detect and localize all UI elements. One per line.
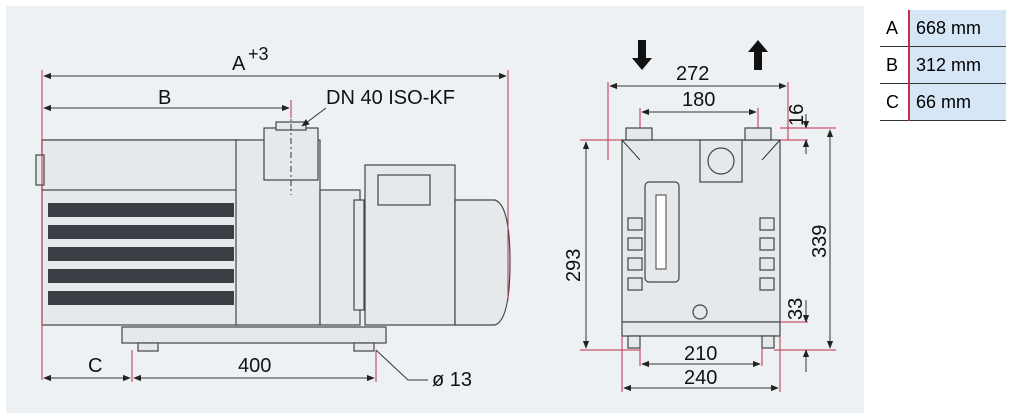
- row-key: C: [880, 83, 909, 121]
- dim-240-label: 240: [684, 367, 717, 389]
- inlet-arrow-icon: [632, 40, 652, 70]
- dim-272-label: 272: [676, 63, 709, 85]
- motor-end-cap: [454, 199, 511, 326]
- outlet-flange: [744, 127, 772, 141]
- dim-c-label: C: [88, 355, 102, 377]
- front-ribs: [627, 217, 775, 291]
- dimension-table: A 668 mm B 312 mm C 66 mm: [880, 10, 1006, 121]
- row-value: 668 mm: [908, 10, 1006, 47]
- dim-a-tolerance: +3: [248, 44, 269, 64]
- outlet-arrow-icon: [748, 40, 768, 70]
- row-value: 66 mm: [908, 83, 1006, 121]
- dim-293-label: 293: [563, 249, 585, 282]
- inlet-flange: [625, 127, 653, 141]
- side-view: A +3 B DN 40 ISO-KF C 400 ø 13: [35, 44, 511, 391]
- dim-339-label: 339: [809, 225, 831, 258]
- dim-b-label: B: [158, 87, 171, 109]
- dim-210-label: 210: [684, 343, 717, 365]
- flange-label: DN 40 ISO-KF: [326, 87, 455, 109]
- table-row: C 66 mm: [880, 83, 1006, 121]
- cooling-fins: [48, 203, 234, 305]
- dim-33-label: 33: [785, 298, 807, 320]
- table-row: A 668 mm: [880, 10, 1006, 47]
- table-row: B 312 mm: [880, 46, 1006, 84]
- dim-16-label: 16: [786, 104, 808, 126]
- dim-180-label: 180: [682, 89, 715, 111]
- base-plate: [121, 326, 387, 344]
- front-view: 272 180 16 293 339 33 210 240: [563, 40, 836, 392]
- hole-diameter-label: ø 13: [432, 369, 472, 391]
- row-value: 312 mm: [908, 46, 1006, 84]
- dim-a-label: A: [232, 53, 246, 75]
- dimension-drawing: A +3 B DN 40 ISO-KF C 400 ø 13: [6, 6, 864, 413]
- row-key: A: [880, 10, 909, 47]
- row-key: B: [880, 46, 909, 84]
- dim-400-label: 400: [238, 355, 271, 377]
